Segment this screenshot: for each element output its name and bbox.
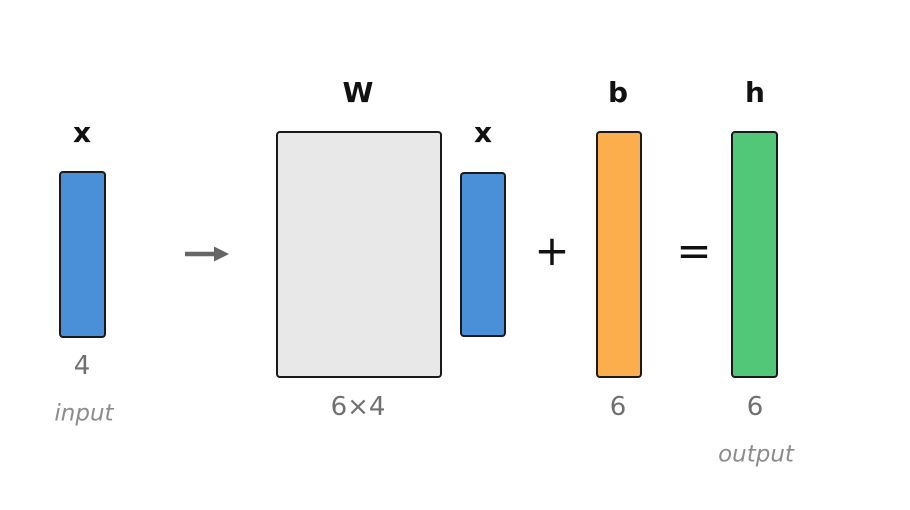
multiplicand-vector-label: x xyxy=(473,116,493,149)
input-caption: input xyxy=(54,400,114,427)
arrow-right-icon xyxy=(183,244,231,268)
equals-operator: = xyxy=(676,226,712,275)
input-vector-dimension: 4 xyxy=(73,351,91,381)
plus-operator: + xyxy=(534,226,570,275)
weight-matrix-dimension: 6×4 xyxy=(330,392,386,422)
bias-vector-dimension: 6 xyxy=(609,392,627,422)
input-vector-label: x xyxy=(72,116,92,149)
bias-vector-rect xyxy=(596,131,642,378)
output-vector-rect xyxy=(731,131,778,378)
multiplicand-vector-rect xyxy=(460,172,506,337)
bias-vector-label: b xyxy=(607,76,629,109)
weight-matrix-rect xyxy=(276,131,442,378)
output-vector-label: h xyxy=(745,76,765,109)
weight-matrix-label: W xyxy=(342,76,374,109)
input-vector-rect xyxy=(59,171,106,338)
output-vector-dimension: 6 xyxy=(746,392,764,422)
output-caption: output xyxy=(718,441,794,468)
